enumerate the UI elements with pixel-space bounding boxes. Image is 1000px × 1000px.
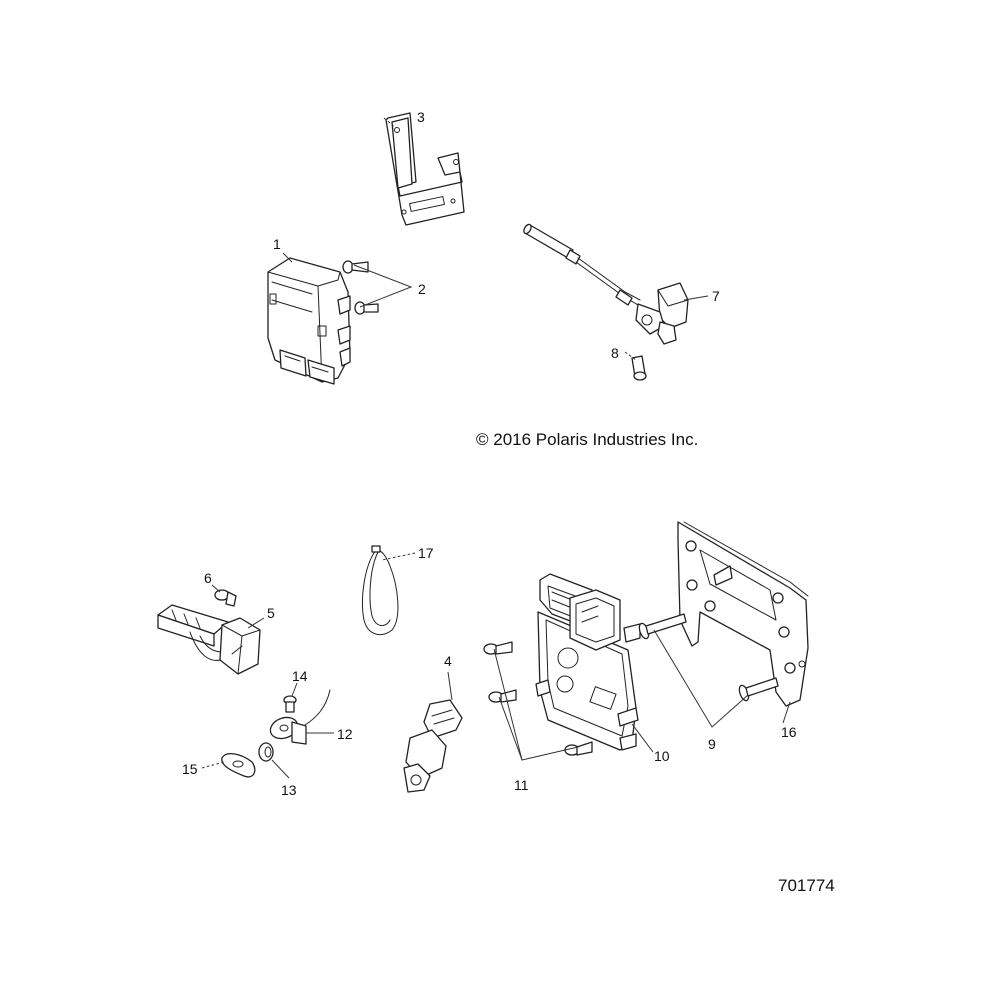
part-17-cable-tie	[362, 545, 399, 636]
part-3-bracket	[385, 112, 465, 226]
part-1-module	[267, 257, 351, 385]
callout-2: 2	[418, 281, 426, 297]
part-13-o-ring	[258, 742, 274, 762]
callout-14: 14	[292, 668, 308, 684]
callout-12: 12	[337, 726, 353, 742]
callout-10: 10	[654, 748, 670, 764]
callout-9: 9	[708, 736, 716, 752]
part-10-ecu	[535, 573, 641, 751]
callout-labels: 1 2 3 4 5 6 7 8 9 10 11 12 13 14 15 16 1…	[182, 109, 797, 798]
part-15-gasket	[221, 752, 256, 778]
part-9-screws	[638, 613, 779, 702]
callout-15: 15	[182, 761, 198, 777]
callout-13: 13	[281, 782, 297, 798]
part-8-bolt	[631, 355, 647, 381]
callout-8: 8	[611, 345, 619, 361]
callout-6: 6	[204, 570, 212, 586]
part-12-sensor	[269, 689, 331, 745]
copyright-notice: © 2016 Polaris Industries Inc.	[476, 430, 699, 449]
part-4-sensor	[403, 699, 463, 793]
callout-11: 11	[514, 777, 529, 793]
callout-3: 3	[417, 109, 425, 125]
diagram-code: 701774	[778, 876, 835, 895]
part-16-mounting-plate	[677, 521, 809, 707]
leader-lines	[201, 117, 791, 779]
callout-7: 7	[712, 288, 720, 304]
part-7-sensor	[523, 223, 689, 345]
callout-17: 17	[418, 545, 434, 561]
part-6-screw	[214, 589, 237, 607]
part-5-connector	[157, 604, 261, 675]
callout-4: 4	[444, 653, 452, 669]
part-14-screw	[283, 695, 297, 713]
callout-1: 1	[273, 236, 281, 252]
callout-5: 5	[267, 605, 275, 621]
callout-16: 16	[781, 724, 797, 740]
